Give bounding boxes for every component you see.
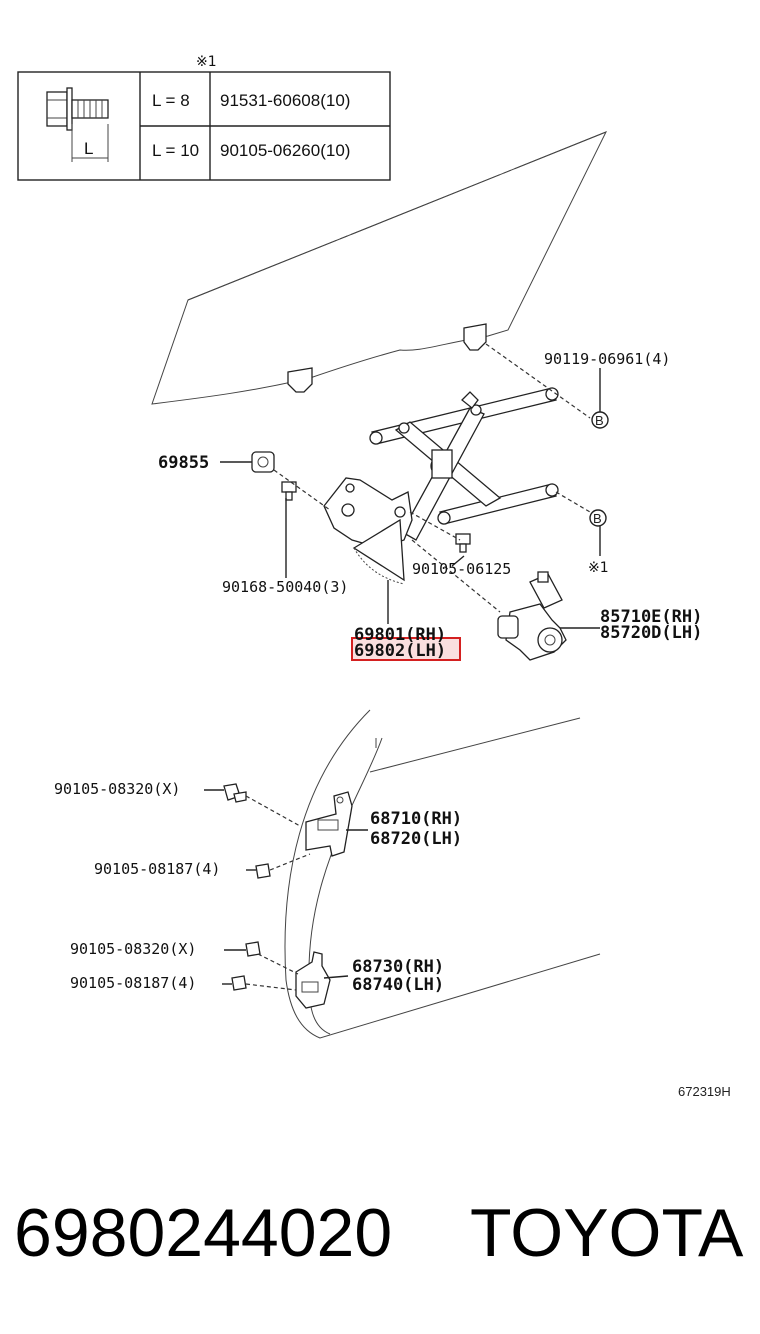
label-85710e: 85710E(RH) (600, 607, 702, 627)
window-regulator (323, 387, 559, 585)
clip-69855 (251, 451, 275, 473)
label-68730: 68730(RH) (352, 957, 444, 977)
regulator-motor (497, 571, 567, 661)
label-90105-08320-upper: 90105-08320(X) (54, 780, 180, 798)
label-90168-50040: 90168-50040(3) (222, 578, 348, 596)
label-90105-06125: 90105-06125 (412, 560, 511, 578)
hinge-upper (305, 791, 353, 857)
diagram-reference-code: 672319H (678, 1084, 731, 1099)
footer-brand: TOYOTA (470, 1195, 744, 1271)
label-90105-08187-upper: 90105-08187(4) (94, 860, 220, 878)
svg-text:B: B (593, 511, 602, 526)
label-69802: 69802(LH) (354, 641, 446, 661)
table-note-mark: ※1 (196, 54, 217, 70)
door-frame-lower (284, 709, 601, 1039)
flange-bolt-icon: L (46, 87, 109, 162)
dim-label: L (84, 139, 93, 158)
label-68710: 68710(RH) (370, 809, 462, 829)
callout-labels: 90119-06961(4) 69855 ※1 90168-50040(3) 9… (54, 350, 702, 995)
label-90119-06961: 90119-06961(4) (544, 350, 670, 368)
door-glass (151, 131, 608, 405)
glass-channel-front (287, 367, 313, 393)
bolt-90105-06125 (455, 533, 471, 553)
bolt-90168 (281, 481, 297, 501)
label-90105-08187-lower: 90105-08187(4) (70, 974, 196, 992)
svg-text:B: B (595, 413, 604, 428)
label-68720: 68720(LH) (370, 829, 462, 849)
table-row-length: L = 8 (152, 91, 190, 110)
hinge-bolts (223, 783, 271, 991)
label-69855: 69855 (158, 453, 209, 473)
table-row-part: 91531-60608(10) (220, 91, 350, 110)
glass-channel-rear (463, 323, 487, 351)
label-90105-08320-lower: 90105-08320(X) (70, 940, 196, 958)
ref-b-mid: B (589, 509, 607, 527)
ref-b-top: B (591, 411, 609, 429)
table-row-part: 90105-06260(10) (220, 141, 350, 160)
label-68740: 68740(LH) (352, 975, 444, 995)
note-mark-mid: ※1 (588, 560, 609, 576)
label-69801: 69801(RH) (354, 625, 446, 645)
leader-lines (204, 343, 601, 991)
highlight-box (351, 637, 461, 661)
hinge-lower (295, 951, 331, 1009)
table-row-length: L = 10 (152, 141, 199, 160)
footer-part-number: 6980244020 (14, 1195, 392, 1271)
fastener-table: ※1 L L = 8 91531-60608(10) L = 10 90105-… (17, 54, 391, 181)
label-85720d: 85720D(LH) (600, 623, 702, 643)
